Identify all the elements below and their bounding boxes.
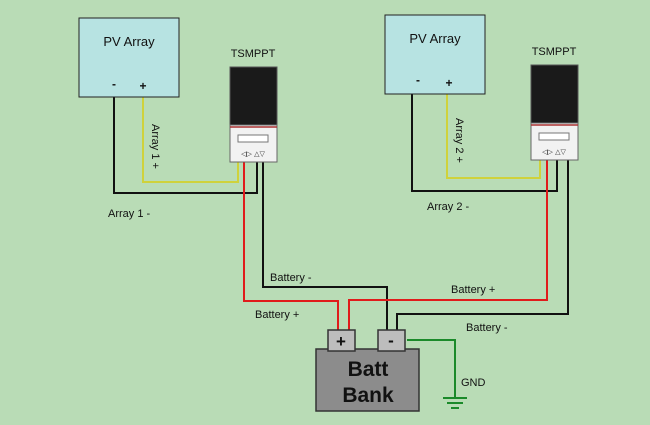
controller-1 bbox=[229, 66, 278, 163]
wire-battery-plus-right bbox=[348, 160, 548, 336]
ground-icon bbox=[443, 397, 467, 409]
label-array1-plus: Array 1 + bbox=[149, 124, 161, 169]
pv-array-2-plus: + bbox=[445, 76, 452, 90]
wire-array1-negative bbox=[113, 96, 258, 194]
label-array1-minus: Array 1 - bbox=[108, 208, 151, 220]
label-array2-minus: Array 2 - bbox=[427, 201, 470, 213]
battery-negative-terminal bbox=[377, 329, 406, 352]
controller-1-buttons: ◁▷ △▽ bbox=[241, 150, 265, 158]
wire-array2-negative bbox=[411, 93, 558, 192]
label-battery-plus-left: Battery + bbox=[255, 309, 299, 321]
battery-label-line1: Batt bbox=[348, 358, 389, 381]
pv-array-1-plus: + bbox=[139, 79, 146, 93]
battery-bank bbox=[315, 329, 420, 412]
label-battery-minus-left: Battery - bbox=[270, 272, 312, 284]
controller-1-title: TSMPPT bbox=[231, 48, 276, 60]
pv-array-1-minus: - bbox=[112, 77, 116, 91]
label-battery-minus-right: Battery - bbox=[466, 322, 508, 334]
label-gnd: GND bbox=[461, 377, 486, 389]
wire-array2-positive bbox=[446, 93, 541, 179]
pv-array-1 bbox=[78, 17, 180, 98]
pv-array-2-title: PV Array bbox=[409, 31, 461, 46]
battery-positive-terminal bbox=[327, 329, 356, 352]
controller-2 bbox=[530, 64, 579, 161]
pv-array-2-minus: - bbox=[416, 73, 420, 87]
pv-array-2 bbox=[384, 14, 486, 95]
battery-minus-symbol: - bbox=[388, 331, 394, 350]
controller-2-buttons: ◁▷ △▽ bbox=[542, 148, 566, 156]
pv-array-1-title: PV Array bbox=[103, 34, 155, 49]
controller-2-title: TSMPPT bbox=[532, 46, 577, 58]
wire-battery-plus-left bbox=[243, 162, 339, 336]
battery-plus-symbol: + bbox=[336, 332, 346, 351]
wire-ground bbox=[407, 339, 456, 398]
wire-array1-positive bbox=[142, 96, 239, 183]
label-array2-plus: Array 2 + bbox=[453, 118, 465, 163]
wire-battery-minus-right bbox=[396, 160, 569, 336]
label-battery-plus-right: Battery + bbox=[451, 284, 495, 296]
wire-battery-minus-left bbox=[262, 162, 388, 336]
battery-label-line2: Bank bbox=[342, 384, 394, 407]
